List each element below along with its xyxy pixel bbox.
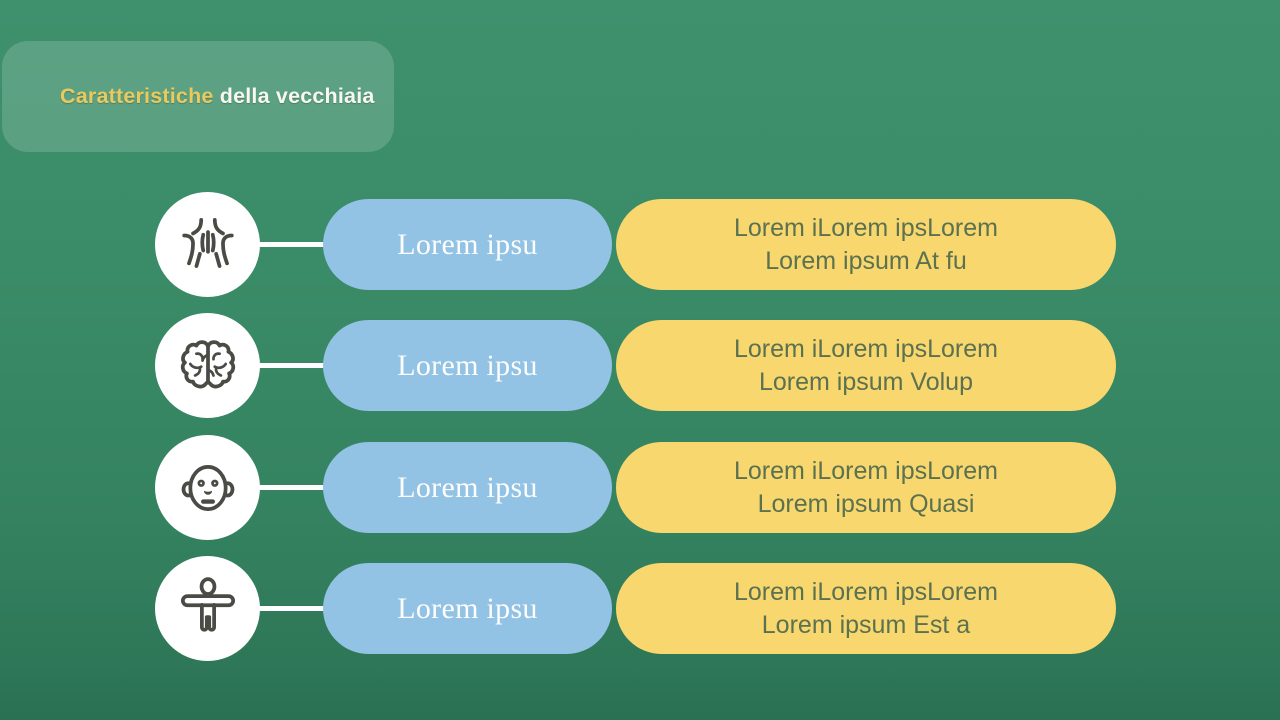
feature-row: Lorem ipsu Lorem iLorem ipsLorem Lorem i… <box>0 556 1280 661</box>
icon-circle <box>155 313 260 418</box>
wrinkles-icon <box>181 217 234 268</box>
slide-title: Caratteristiche della vecchiaia <box>60 84 375 109</box>
icon-circle <box>155 435 260 540</box>
feature-row: Lorem ipsu Lorem iLorem ipsLorem Lorem i… <box>0 313 1280 418</box>
body-icon <box>180 576 235 632</box>
title-rest: della vecchiaia <box>213 84 375 108</box>
label-text: Lorem ipsu <box>397 227 538 261</box>
feature-row: Lorem ipsu Lorem iLorem ipsLorem Lorem i… <box>0 192 1280 297</box>
brain-icon <box>180 339 235 388</box>
label-text: Lorem ipsu <box>397 470 538 504</box>
label-pill: Lorem ipsu <box>323 563 612 654</box>
old-face-icon <box>181 464 234 511</box>
connector-line <box>252 485 332 490</box>
description-line: Lorem iLorem ipsLorem <box>734 456 998 485</box>
label-text: Lorem ipsu <box>397 348 538 382</box>
connector-line <box>252 363 332 368</box>
description-line: Lorem ipsum Quasi <box>757 489 975 518</box>
description-line: Lorem iLorem ipsLorem <box>734 577 998 606</box>
description-line: Lorem iLorem ipsLorem <box>734 213 998 242</box>
label-pill: Lorem ipsu <box>323 199 612 290</box>
description-line: Lorem ipsum Est a <box>761 610 971 639</box>
label-text: Lorem ipsu <box>397 591 538 625</box>
connector-line <box>252 606 332 611</box>
description-line: Lorem iLorem ipsLorem <box>734 334 998 363</box>
description-pill: Lorem iLorem ipsLorem Lorem ipsum Quasi <box>616 442 1116 533</box>
feature-row: Lorem ipsu Lorem iLorem ipsLorem Lorem i… <box>0 435 1280 540</box>
description-pill: Lorem iLorem ipsLorem Lorem ipsum At fu <box>616 199 1116 290</box>
title-highlight: Caratteristiche <box>60 84 214 108</box>
title-badge: Caratteristiche della vecchiaia <box>2 41 394 152</box>
connector-line <box>252 242 332 247</box>
description-line: Lorem ipsum Volup <box>758 367 973 396</box>
icon-circle <box>155 556 260 661</box>
label-pill: Lorem ipsu <box>323 442 612 533</box>
icon-circle <box>155 192 260 297</box>
description-line: Lorem ipsum At fu <box>765 246 967 275</box>
description-pill: Lorem iLorem ipsLorem Lorem ipsum Est a <box>616 563 1116 654</box>
label-pill: Lorem ipsu <box>323 320 612 411</box>
description-pill: Lorem iLorem ipsLorem Lorem ipsum Volup <box>616 320 1116 411</box>
